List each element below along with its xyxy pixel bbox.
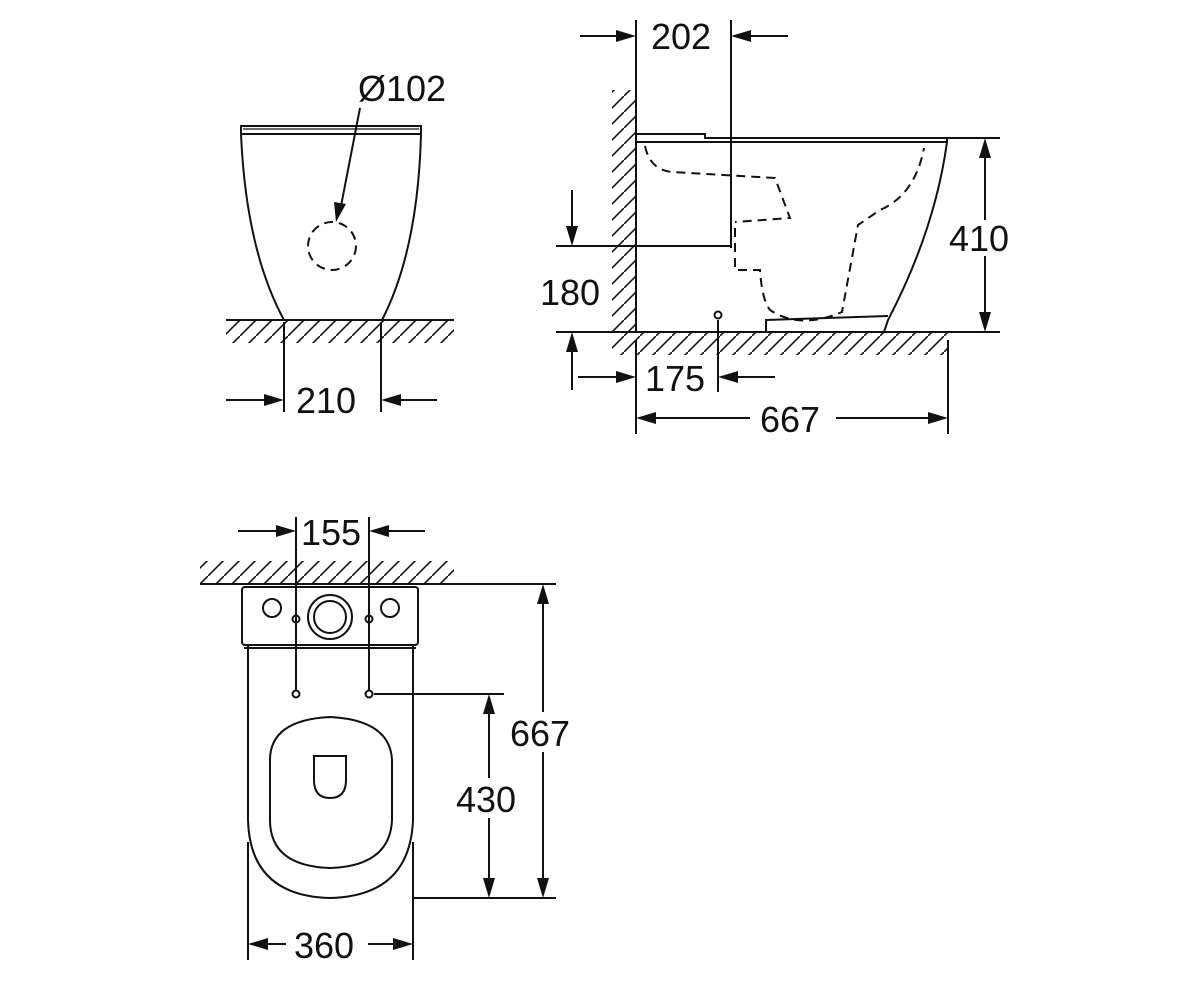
front-outlet-circle bbox=[307, 221, 357, 271]
top-bowl bbox=[244, 645, 416, 900]
front-view: Ø102 210 bbox=[226, 68, 454, 421]
top-fixing-spacing-dimension bbox=[238, 517, 425, 690]
side-outlet-height-label: 180 bbox=[540, 272, 600, 313]
front-floor bbox=[226, 319, 454, 343]
side-fixing-offset-label: 175 bbox=[645, 358, 705, 399]
side-hidden-lines bbox=[644, 145, 925, 322]
top-width-label: 360 bbox=[294, 925, 354, 966]
side-view: 202 410 180 175 bbox=[540, 16, 1009, 440]
top-fixing-to-front-label: 430 bbox=[456, 779, 516, 820]
side-wall bbox=[612, 90, 637, 332]
top-fixing-spacing-label: 155 bbox=[301, 512, 361, 553]
front-outlet-leader bbox=[334, 107, 361, 222]
side-depth-dimension bbox=[635, 340, 949, 434]
side-height-label: 410 bbox=[949, 218, 1009, 259]
side-height-dimension bbox=[948, 137, 1000, 333]
side-fixing-offset-dimension bbox=[578, 371, 775, 383]
top-depth-dimension bbox=[412, 583, 556, 899]
side-top-offset-label: 202 bbox=[651, 16, 711, 57]
side-floor bbox=[612, 331, 948, 355]
top-fixing-to-front-dimension bbox=[374, 693, 504, 898]
top-wall bbox=[200, 561, 454, 585]
top-depth-label: 667 bbox=[510, 713, 570, 754]
top-view: 155 667 430 360 bbox=[200, 512, 570, 966]
top-tank bbox=[241, 586, 419, 646]
front-base-width-label: 210 bbox=[296, 380, 356, 421]
front-toilet-body bbox=[240, 125, 422, 321]
side-top-offset-dimension bbox=[580, 20, 788, 248]
front-outlet-diameter-label: Ø102 bbox=[358, 68, 446, 109]
side-toilet-body bbox=[636, 133, 948, 333]
top-width-dimension bbox=[247, 842, 414, 960]
side-outlet-height-dimension bbox=[556, 190, 731, 390]
side-depth-label: 667 bbox=[760, 399, 820, 440]
side-floor-fixing bbox=[713, 310, 723, 320]
front-base-width-dimension bbox=[226, 322, 437, 412]
